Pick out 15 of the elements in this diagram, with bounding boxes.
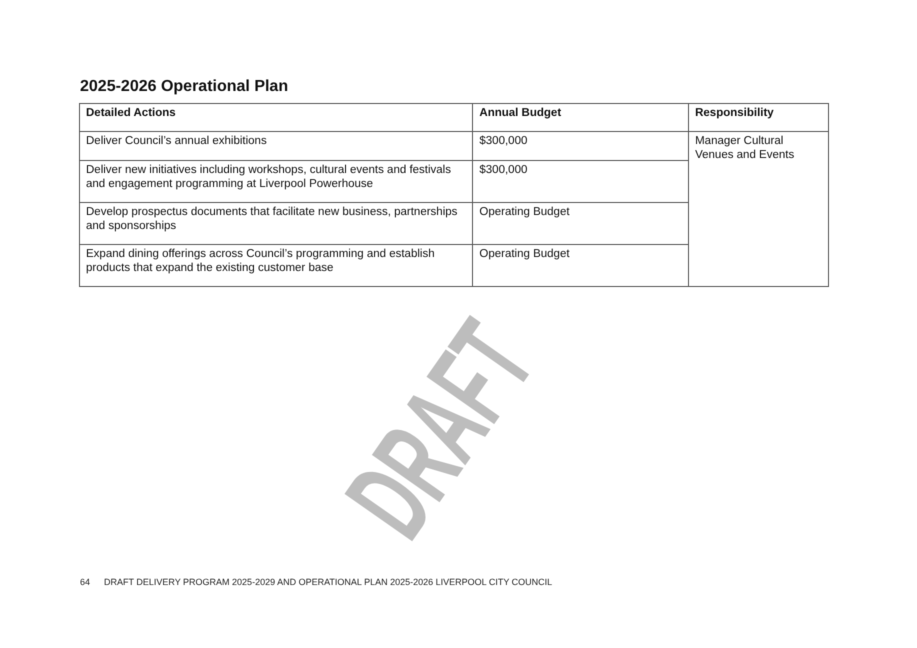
table-cell: Operating Budget	[479, 206, 570, 218]
table-cell: Expand dining offerings across Council’s programming and establish products that expand the existing customer base	[86, 248, 435, 274]
column-header: Annual Budget	[479, 107, 562, 119]
table-cell: Deliver new initiatives including workshops, cultural events and festivals and engagement programming at Liverpool Powerhouse	[86, 164, 451, 190]
footer-text: DRAFT DELIVERY PROGRAM 2025-2029 AND OPERATIONAL PLAN 2025-2026 LIVERPOOL CITY COUNCIL	[104, 576, 552, 589]
table-cell: $300,000	[479, 164, 528, 176]
table-cell: Develop prospectus documents that facilitate new business, partnerships and sponsorships	[86, 206, 458, 232]
table-cell: Operating Budget	[479, 248, 570, 260]
page-number: 64	[80, 576, 90, 589]
page-title: 2025-2026 Operational Plan	[80, 77, 288, 97]
table-cell: Manager Cultural Venues and Events	[695, 135, 794, 161]
table-cell: $300,000	[479, 135, 528, 147]
column-header: Detailed Actions	[86, 107, 176, 119]
table-cell: Deliver Council’s annual exhibitions	[86, 135, 267, 147]
column-header: Responsibility	[695, 107, 774, 119]
